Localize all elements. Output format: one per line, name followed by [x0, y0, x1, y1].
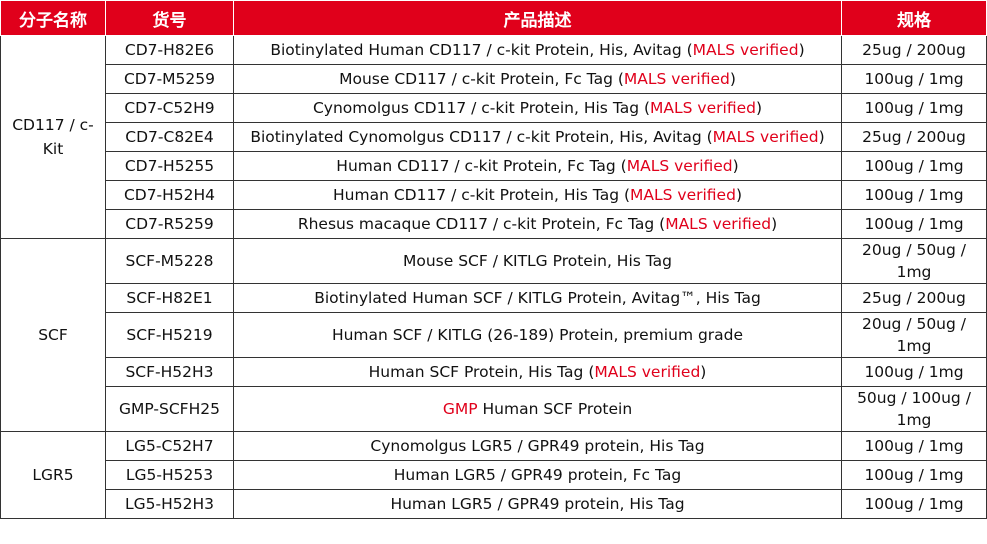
molecule-name: CD117 / c-Kit: [0, 35, 106, 239]
description-text: Cynomolgus CD117 / c-kit Protein, His Ta…: [312, 99, 640, 117]
description-text: Human CD117 / c-kit Protein, Fc Tag: [336, 157, 616, 175]
description-text: Human SCF Protein, His Tag: [368, 363, 584, 381]
package-size: 100ug / 1mg: [841, 180, 987, 210]
product-description: Biotinylated Cynomolgus CD117 / c-kit Pr…: [233, 122, 842, 152]
header-size: 规格: [841, 0, 987, 36]
catalog-number: CD7-C82E4: [105, 122, 234, 152]
table-row: CD7-C52H9 Cynomolgus CD117 / c-kit Protei…: [1, 93, 987, 123]
package-size: 100ug / 1mg: [841, 460, 987, 490]
description-text: Human SCF Protein: [482, 400, 633, 418]
product-description: Human SCF Protein, His Tag (MALS verifie…: [233, 357, 842, 387]
product-description: Mouse SCF / KITLG Protein, His Tag: [233, 238, 842, 284]
mals-verified-tag: MALS verified: [650, 99, 756, 117]
mals-verified-tag: MALS verified: [692, 41, 799, 59]
description-text: Rhesus macaque CD117 / c-kit Protein, Fc…: [297, 215, 655, 233]
mals-verified-tag: MALS verified: [712, 128, 819, 146]
description-text: Biotinylated Human SCF / KITLG Protein, …: [314, 289, 761, 307]
catalog-number: GMP-SCFH25: [105, 386, 234, 432]
molecule-name: SCF: [0, 238, 106, 432]
header-row: 分子名称 货号 产品描述 规格: [0, 0, 987, 36]
header-catalog: 货号: [105, 0, 234, 36]
product-description: Human LGR5 / GPR49 protein, Fc Tag: [233, 460, 842, 490]
package-size: 100ug / 1mg: [841, 151, 987, 181]
description-text: Human LGR5 / GPR49 protein, His Tag: [390, 495, 685, 513]
catalog-number: SCF-M5228: [105, 238, 234, 284]
mals-verified-tag: MALS verified: [594, 363, 701, 381]
description-text: Mouse CD117 / c-kit Protein, Fc Tag: [339, 70, 613, 88]
product-description: Cynomolgus CD117 / c-kit Protein, His Ta…: [233, 93, 842, 123]
table-row: LG5-H5253 Human LGR5 / GPR49 protein, Fc …: [1, 460, 987, 490]
description-text: Mouse SCF / KITLG Protein, His Tag: [402, 252, 673, 270]
product-description: Human CD117 / c-kit Protein, His Tag (MA…: [233, 180, 842, 210]
table-row: SCF-H82E1 Biotinylated Human SCF / KITLG …: [1, 283, 987, 313]
description-text: Biotinylated Cynomolgus CD117 / c-kit Pr…: [250, 128, 702, 146]
package-size: 25ug / 200ug: [841, 283, 987, 313]
description-text: Human LGR5 / GPR49 protein, Fc Tag: [393, 466, 682, 484]
package-size: 25ug / 200ug: [841, 35, 987, 65]
product-description: Mouse CD117 / c-kit Protein, Fc Tag (MAL…: [233, 64, 842, 94]
table-row: CD7-R5259 Rhesus macaque CD117 / c-kit Pr…: [1, 209, 987, 239]
package-size: 20ug / 50ug / 1mg: [841, 238, 987, 284]
catalog-number: CD7-M5259: [105, 64, 234, 94]
package-size: 20ug / 50ug / 1mg: [841, 312, 987, 358]
description-text: Biotinylated Human CD117 / c-kit Protein…: [270, 41, 682, 59]
catalog-number: LG5-H52H3: [105, 489, 234, 519]
product-description: Human LGR5 / GPR49 protein, His Tag: [233, 489, 842, 519]
description-text: Cynomolgus LGR5 / GPR49 protein, His Tag: [370, 437, 705, 455]
package-size: 100ug / 1mg: [841, 93, 987, 123]
product-description: Cynomolgus LGR5 / GPR49 protein, His Tag: [233, 431, 842, 461]
catalog-number: SCF-H5219: [105, 312, 234, 358]
mals-verified-tag: MALS verified: [623, 70, 730, 88]
catalog-number: CD7-C52H9: [105, 93, 234, 123]
package-size: 25ug / 200ug: [841, 122, 987, 152]
catalog-number: CD7-R5259: [105, 209, 234, 239]
product-description: Biotinylated Human CD117 / c-kit Protein…: [233, 35, 842, 65]
package-size: 100ug / 1mg: [841, 64, 987, 94]
package-size: 100ug / 1mg: [841, 431, 987, 461]
gmp-tag: GMP: [442, 400, 478, 418]
header-molecule: 分子名称: [0, 0, 106, 36]
mals-verified-tag: MALS verified: [665, 215, 772, 233]
header-description: 产品描述: [233, 0, 842, 36]
mals-verified-tag: MALS verified: [630, 186, 736, 204]
catalog-number: LG5-H5253: [105, 460, 234, 490]
product-description: Human SCF / KITLG (26-189) Protein, prem…: [233, 312, 842, 358]
catalog-number: CD7-H52H4: [105, 180, 234, 210]
package-size: 100ug / 1mg: [841, 209, 987, 239]
molecule-name: LGR5: [0, 431, 106, 519]
product-description: Rhesus macaque CD117 / c-kit Protein, Fc…: [233, 209, 842, 239]
description-text: Human CD117 / c-kit Protein, His Tag: [333, 186, 620, 204]
table-row: LG5-H52H3 Human LGR5 / GPR49 protein, His…: [1, 489, 987, 519]
catalog-number: CD7-H5255: [105, 151, 234, 181]
package-size: 100ug / 1mg: [841, 357, 987, 387]
mals-verified-tag: MALS verified: [626, 157, 733, 175]
package-size: 100ug / 1mg: [841, 489, 987, 519]
catalog-number: CD7-H82E6: [105, 35, 234, 65]
table-row: SCF-H5219 Human SCF / KITLG (26-189) Prot…: [1, 312, 987, 358]
table-row: CD7-C82E4 Biotinylated Cynomolgus CD117 /…: [1, 122, 987, 152]
description-text: Human SCF / KITLG (26-189) Protein, prem…: [331, 326, 744, 344]
catalog-number: LG5-C52H7: [105, 431, 234, 461]
catalog-number: SCF-H82E1: [105, 283, 234, 313]
product-description: Biotinylated Human SCF / KITLG Protein, …: [233, 283, 842, 313]
package-size: 50ug / 100ug / 1mg: [841, 386, 987, 432]
product-description: Human CD117 / c-kit Protein, Fc Tag (MAL…: [233, 151, 842, 181]
catalog-number: SCF-H52H3: [105, 357, 234, 387]
product-description: GMP Human SCF Protein: [233, 386, 842, 432]
